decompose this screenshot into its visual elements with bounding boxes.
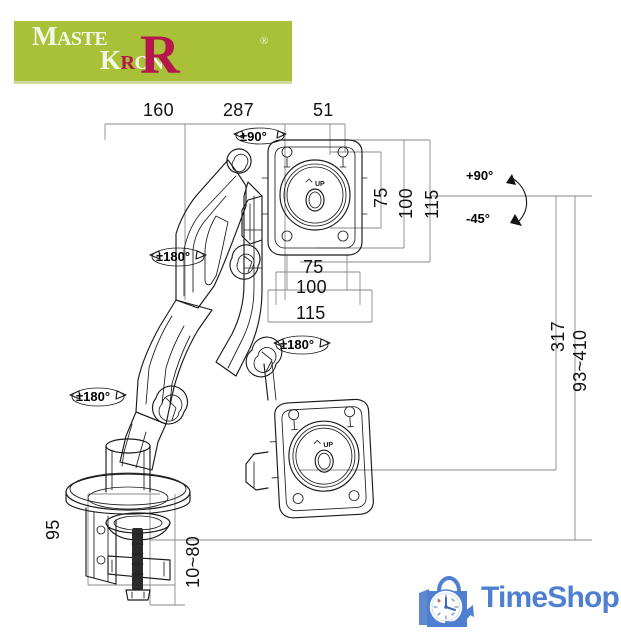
- angle-tilt-down: -45°: [466, 211, 490, 226]
- tilt-arc-arrow: [506, 174, 528, 226]
- gas-spring-lower-arm: [119, 299, 213, 471]
- angle-tilt-up: +90°: [466, 168, 494, 183]
- dim-160: 160: [143, 100, 174, 120]
- dim-95: 95: [43, 519, 63, 540]
- dim-v-115: 115: [422, 189, 442, 219]
- brand-underline: [14, 81, 292, 84]
- rotation-arrow-glyphs: [69, 127, 528, 407]
- gas-spring-upper-arm: [175, 148, 261, 309]
- dim-317: 317: [548, 321, 568, 352]
- dim-v-100: 100: [396, 188, 416, 219]
- plate-up-marking-lower: UP: [323, 442, 333, 450]
- shopping-bag-clock-icon: [419, 575, 474, 627]
- dim-287: 287: [223, 100, 254, 120]
- angle-arm-rotation-base: ±180°: [76, 389, 111, 404]
- timeshop-watermark: TimeShop: [415, 575, 620, 633]
- angle-vesa-rotation: ±90°: [240, 129, 267, 144]
- plate-up-marking: UP: [315, 181, 325, 188]
- base-post-and-flange: [65, 438, 191, 515]
- vesa-plate-lower: UP: [269, 398, 374, 519]
- tilt-head-assembly: [241, 195, 269, 491]
- arm-riser-section: [215, 181, 283, 401]
- desk-clamp-assembly: [85, 507, 592, 601]
- vesa-plate-upper: UP: [261, 139, 368, 256]
- dim-10-80: 10~80: [183, 535, 203, 588]
- dim-h-75: 75: [303, 257, 324, 277]
- timeshop-wordmark: TimeShop: [481, 581, 620, 614]
- dim-51: 51: [313, 100, 334, 120]
- dim-h-115: 115: [296, 303, 326, 323]
- brand-banner: [14, 21, 292, 81]
- dim-v-75: 75: [371, 187, 391, 208]
- dim-h-100: 100: [296, 277, 327, 297]
- dim-93-410: 93~410: [570, 329, 590, 392]
- angle-arm-rotation-mid: ±180°: [280, 337, 315, 352]
- angle-arm-rotation-top: ±180°: [156, 249, 191, 264]
